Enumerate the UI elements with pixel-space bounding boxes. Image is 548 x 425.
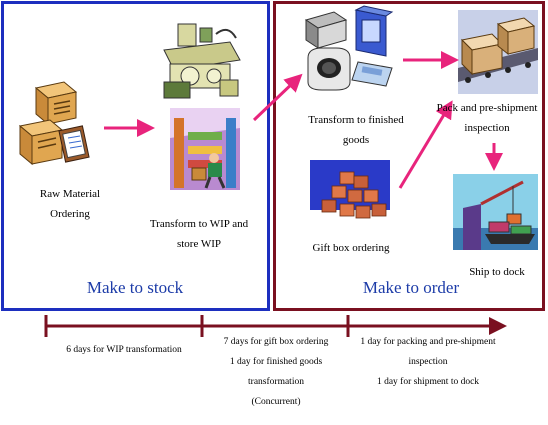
- step-finished-goods: Transform to finished goods: [308, 114, 404, 146]
- timeline-seg-finished: 7 days for gift box ordering 1 day for f…: [223, 337, 329, 407]
- make-to-order-region: [273, 1, 545, 311]
- warehouse-worker-icon: [170, 108, 240, 190]
- arrow-wip-to-finished: [252, 73, 303, 122]
- timeline-seg-pack-ship: 1 day for packing and pre-shipment inspe…: [360, 337, 496, 387]
- arrow-giftbox-to-pack: [398, 100, 453, 189]
- boxes-clipboard-icon: [18, 81, 90, 166]
- appliances-icon: [304, 5, 394, 91]
- step-ship-to-dock: Ship to dock: [469, 266, 525, 278]
- step-raw-material: Raw Material Ordering: [39, 188, 101, 220]
- make-to-stock-title: Make to stock: [86, 278, 184, 297]
- step-gift-box: Gift box ordering: [312, 242, 390, 254]
- machinery-icon: [163, 23, 241, 99]
- make-to-order-title: Make to order: [362, 278, 460, 297]
- step-wip: Transform to WIP and store WIP: [149, 218, 249, 250]
- gift-boxes-icon: [310, 160, 390, 232]
- step-pack-inspection: Pack and pre-shipment inspection: [436, 102, 538, 134]
- conveyor-boxes-icon: [458, 10, 538, 94]
- timeline-seg-wip: 6 days for WIP transformation: [66, 345, 182, 355]
- make-to-stock-region: [1, 1, 270, 311]
- dock-crane-icon: [453, 174, 538, 250]
